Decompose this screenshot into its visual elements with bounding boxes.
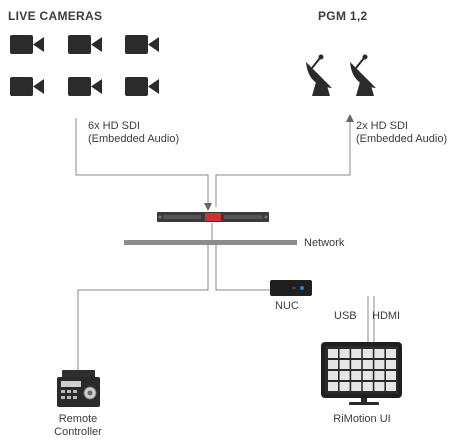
nuc-icon bbox=[270, 280, 312, 296]
screen-cell bbox=[351, 360, 362, 369]
screen-cell bbox=[374, 360, 385, 369]
screen-cell bbox=[328, 382, 338, 391]
screen-cell bbox=[374, 349, 385, 358]
camera-icon bbox=[125, 35, 159, 54]
screen-cell bbox=[328, 349, 338, 358]
screen-cell bbox=[339, 349, 350, 358]
pgm-feed-line2: (Embedded Audio) bbox=[356, 133, 448, 145]
screen-cell bbox=[339, 371, 350, 380]
screen-cell bbox=[339, 382, 350, 391]
camera-icon bbox=[125, 77, 159, 96]
camera-feed-line2: (Embedded Audio) bbox=[88, 133, 180, 145]
camera-feed-label: 6x HD SDI (Embedded Audio) bbox=[88, 120, 179, 146]
network-bar-icon bbox=[124, 240, 297, 245]
remote-controller-label: Remote Controller bbox=[40, 413, 116, 439]
screen-cell bbox=[362, 360, 373, 369]
camera-icon bbox=[10, 77, 44, 96]
network-label: Network bbox=[304, 237, 345, 249]
screen-cell bbox=[328, 371, 338, 380]
connection-lines bbox=[75, 114, 375, 370]
screen-cell bbox=[386, 360, 396, 369]
camera-icon bbox=[68, 35, 102, 54]
touchscreen-monitor-icon bbox=[321, 342, 402, 405]
live-cameras-group bbox=[10, 35, 159, 96]
live-cameras-heading: LIVE CAMERAS bbox=[8, 9, 103, 23]
screen-cell bbox=[386, 349, 396, 358]
remote-line1: Remote bbox=[58, 413, 98, 425]
camera-feed-line1: 6x HD SDI bbox=[88, 120, 140, 132]
pgm-dishes-group bbox=[306, 54, 376, 96]
screen-cell bbox=[351, 371, 362, 380]
screen-cell bbox=[374, 382, 385, 391]
screen-cell bbox=[362, 371, 373, 380]
screen-cell bbox=[339, 360, 350, 369]
remote-line2: Controller bbox=[54, 426, 102, 438]
camera-feed-line bbox=[75, 118, 212, 211]
satellite-dish-icon bbox=[350, 54, 376, 96]
screen-cell bbox=[362, 382, 373, 391]
camera-icon bbox=[68, 77, 102, 96]
pgm-feed-label: 2x HD SDI (Embedded Audio) bbox=[356, 120, 447, 146]
screen-cell bbox=[386, 382, 396, 391]
camera-icon bbox=[10, 35, 44, 54]
usb-label: USB bbox=[334, 310, 357, 322]
network-remote-line bbox=[77, 245, 209, 370]
network-nuc-line bbox=[215, 245, 270, 291]
screen-cell bbox=[328, 360, 338, 369]
joystick-controller-icon bbox=[57, 370, 100, 407]
screen-cell bbox=[351, 349, 362, 358]
pgm-heading: PGM 1,2 bbox=[318, 9, 368, 23]
satellite-dish-icon bbox=[306, 54, 332, 96]
screen-cell bbox=[351, 382, 362, 391]
screen-cell bbox=[386, 371, 396, 380]
screen-grid bbox=[328, 349, 396, 391]
pgm-feed-line1: 2x HD SDI bbox=[356, 120, 408, 132]
rack-server-icon bbox=[157, 212, 269, 222]
rimotion-ui-label: RiMotion UI bbox=[333, 413, 391, 425]
pgm-feed-line bbox=[215, 114, 354, 207]
nuc-label: NUC bbox=[275, 300, 299, 312]
screen-cell bbox=[374, 371, 385, 380]
screen-cell bbox=[362, 349, 373, 358]
hdmi-label: HDMI bbox=[372, 310, 401, 322]
